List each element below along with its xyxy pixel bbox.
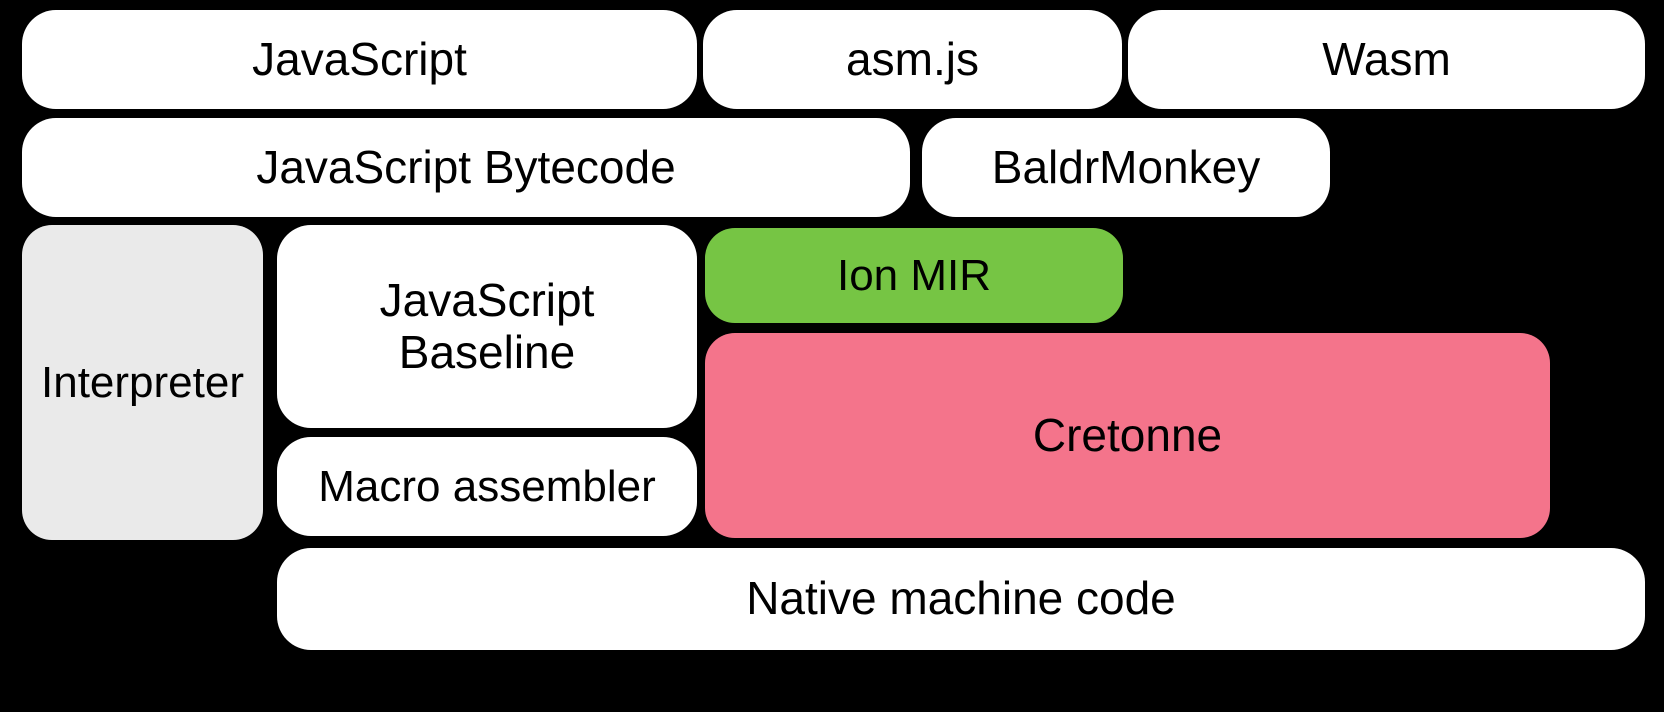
box-cretonne[interactable]: Cretonne — [705, 333, 1550, 538]
box-interpreter-label: Interpreter — [41, 357, 244, 407]
box-javascript-bytecode[interactable]: JavaScript Bytecode — [22, 118, 910, 217]
box-interpreter[interactable]: Interpreter — [22, 225, 263, 540]
box-ion-mir-label: Ion MIR — [836, 250, 992, 300]
box-javascript-label: JavaScript — [252, 32, 467, 85]
box-wasm-label: Wasm — [1322, 32, 1451, 85]
box-asmjs-label: asm.js — [846, 32, 979, 85]
box-native-machine-code-label: Native machine code — [746, 572, 1176, 625]
box-baldrmonkey-label: BaldrMonkey — [991, 140, 1261, 193]
box-cretonne-label: Cretonne — [1032, 408, 1223, 461]
box-javascript-baseline-label: JavaScript Baseline — [379, 273, 595, 378]
box-javascript[interactable]: JavaScript — [22, 10, 697, 109]
box-macro-assembler[interactable]: Macro assembler — [277, 437, 697, 536]
box-baldrmonkey[interactable]: BaldrMonkey — [922, 118, 1330, 217]
box-wasm[interactable]: Wasm — [1128, 10, 1645, 109]
box-ion-mir[interactable]: Ion MIR — [705, 228, 1123, 323]
box-native-machine-code[interactable]: Native machine code — [277, 548, 1645, 650]
box-macro-assembler-label: Macro assembler — [318, 461, 656, 511]
box-javascript-bytecode-label: JavaScript Bytecode — [256, 140, 676, 193]
box-javascript-baseline[interactable]: JavaScript Baseline — [277, 225, 697, 428]
box-asmjs[interactable]: asm.js — [703, 10, 1122, 109]
